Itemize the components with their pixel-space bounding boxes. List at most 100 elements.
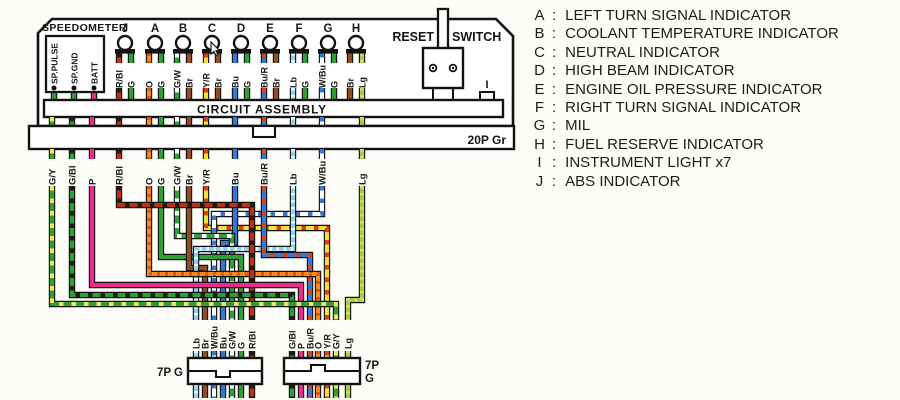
wire-label: G <box>127 81 137 88</box>
wire-label: Bu <box>219 337 229 349</box>
connector-7p-left-label: 7P G <box>157 367 183 379</box>
wire-label: Bu/R <box>306 328 316 349</box>
legend-key: F <box>534 99 545 117</box>
bulb-icon <box>174 34 192 52</box>
bulb-key-label: E <box>266 23 274 35</box>
legend-label: ABS INDICATOR <box>565 172 681 190</box>
wire-label: Bu/R <box>260 67 270 88</box>
legend-label: MIL <box>565 117 591 135</box>
wire-label: Br <box>346 78 356 88</box>
wire-label: W/Bu <box>210 326 220 349</box>
wire-label: Br <box>214 78 224 88</box>
wire-label: G <box>157 81 167 88</box>
legend-key: B <box>534 25 545 43</box>
terminal-dot <box>91 85 97 91</box>
legend-label: COOLANT TEMPERATURE INDICATOR <box>565 25 839 43</box>
legend-key: J <box>535 172 544 190</box>
legend-label: RIGHT TURN SIGNAL INDICATOR <box>565 99 802 117</box>
bulb-key-label: H <box>352 23 360 35</box>
wire-label: Lg <box>358 77 368 88</box>
legend-row: I:INSTRUMENT LIGHT x7 <box>532 154 839 172</box>
legend: A:LEFT TURN SIGNAL INDICATOR B: COOLANT T… <box>532 7 839 191</box>
legend-colon: : <box>552 99 557 117</box>
bulb-key-label: D <box>237 23 245 35</box>
wire-label: R/Bl <box>115 166 126 185</box>
bulb-key-label: C <box>208 23 216 35</box>
circuit-assembly: CIRCUIT ASSEMBLY <box>42 98 505 119</box>
bulb-icon <box>290 34 308 52</box>
legend-label: NEUTRAL INDICATOR <box>565 43 720 61</box>
legend-row: G: MIL <box>532 117 839 135</box>
legend-colon: : <box>552 7 557 24</box>
circuit-assembly-label: CIRCUIT ASSEMBLY <box>197 103 327 117</box>
wire-label: O <box>145 81 155 88</box>
bulb-key-label: B <box>179 23 187 35</box>
wire-label: SP.PULSE <box>50 43 60 84</box>
wire-label: Bu <box>231 76 241 88</box>
legend-key: G <box>533 117 546 135</box>
legend-row: C:NEUTRAL INDICATOR <box>532 44 839 62</box>
wire-label: Br <box>185 174 196 185</box>
wire-label: Lb <box>192 338 202 349</box>
legend-row: D:HIGH BEAM INDICATOR <box>532 62 839 80</box>
wire-label: G <box>243 81 253 88</box>
wire-label: O <box>145 178 156 185</box>
connector-7p-left-key <box>188 369 262 379</box>
legend-row: H:FUEL RESERVE INDICATOR <box>532 136 839 154</box>
wire-label: Y/R <box>323 333 333 349</box>
legend-colon: : <box>552 43 557 61</box>
legend-label: FUEL RESERVE INDICATOR <box>565 135 764 153</box>
wire-label: Br <box>185 78 195 88</box>
wire-label: G/Y <box>48 168 59 185</box>
legend-row: F: RIGHT TURN SIGNAL INDICATOR <box>532 99 839 117</box>
connector-7p-right-label: G <box>365 373 374 385</box>
wire-label: G <box>157 178 168 185</box>
legend-key: E <box>534 80 545 98</box>
legend-colon: : <box>552 172 557 190</box>
wire-label: P <box>88 178 99 185</box>
connector-20p: 20P Gr <box>27 124 516 151</box>
wire-label: Lg <box>344 338 354 349</box>
wire-label: G <box>237 342 247 349</box>
bulb-icon <box>319 34 337 52</box>
wire-label: G/Bl <box>68 165 79 185</box>
legend-row: B: COOLANT TEMPERATURE INDICATOR <box>532 25 839 43</box>
wire-label: Br <box>272 78 282 88</box>
legend-colon: : <box>552 25 557 43</box>
bulb-key-label: G <box>324 23 333 35</box>
wire-label: Br <box>201 339 211 349</box>
bulb-key-label: J <box>122 23 128 35</box>
connector-20p-label: 20P Gr <box>468 133 507 147</box>
wire-label: SP.GND <box>70 53 80 85</box>
wire-label: G <box>330 81 340 88</box>
wire-label: G/Bl <box>288 330 298 349</box>
bulb-icon <box>232 34 250 52</box>
speedometer-title: SPEEDOMETER <box>42 22 127 34</box>
legend-key: A <box>534 7 545 24</box>
wire-label: Bu/R <box>260 163 271 185</box>
wire-label: G <box>301 81 311 88</box>
legend-label: INSTRUMENT LIGHT x7 <box>565 154 732 172</box>
legend-colon: : <box>552 117 557 135</box>
bulb-icon <box>261 34 279 52</box>
legend-key: H <box>534 135 545 153</box>
bulb-key-label: F <box>295 23 302 35</box>
speedometer-box <box>44 34 106 94</box>
reset-label: RESET <box>392 30 434 44</box>
wire-label: Lg <box>358 173 369 185</box>
wire-label: G/W <box>173 166 184 185</box>
legend-row: A:LEFT TURN SIGNAL INDICATOR <box>532 7 839 25</box>
